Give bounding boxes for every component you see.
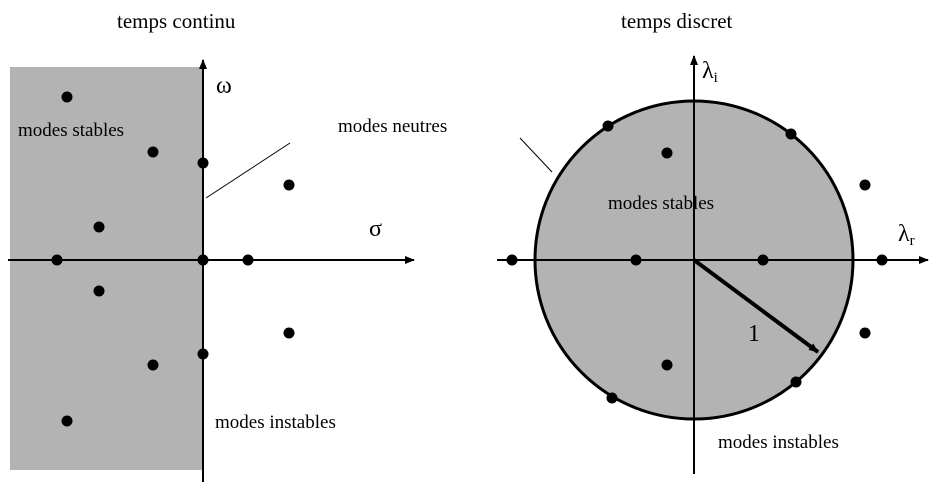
sigma-label: σ <box>369 216 382 242</box>
discrete-time-panel: temps discret λi λr modes stables 1 mode… <box>497 9 929 474</box>
pole-point <box>283 327 295 339</box>
continuous-title: temps continu <box>117 9 236 33</box>
pole-point <box>61 91 73 103</box>
pole-point <box>757 254 769 266</box>
pole-point <box>61 415 73 427</box>
pole-point <box>197 157 209 169</box>
discrete-stable-label: modes stables <box>608 193 714 214</box>
pole-point <box>242 254 254 266</box>
pole-point <box>606 392 618 404</box>
continuous-time-panel: temps continu ω σ modes stables modes ne… <box>8 9 447 482</box>
omega-label: ω <box>216 73 232 99</box>
radius-label: 1 <box>748 321 760 347</box>
continuous-unstable-label: modes instables <box>215 412 336 433</box>
stable-half-plane <box>10 67 203 470</box>
radius-arrow <box>692 258 820 354</box>
pole-point <box>93 221 105 233</box>
pole-point <box>661 359 673 371</box>
discrete-unstable-label: modes instables <box>718 432 839 453</box>
discrete-poles <box>506 120 888 404</box>
neutral-pointer-line-discrete <box>519 137 553 173</box>
pole-point <box>283 179 295 191</box>
pole-point <box>197 254 209 266</box>
lambda-i-label: λi <box>702 58 718 86</box>
neutral-modes-label: modes neutres <box>338 116 447 137</box>
pole-point <box>602 120 614 132</box>
pole-point <box>859 327 871 339</box>
pole-point <box>876 254 888 266</box>
pole-point <box>785 128 797 140</box>
pole-point <box>859 179 871 191</box>
neutral-pointer-line <box>205 142 291 199</box>
discrete-title: temps discret <box>621 9 733 33</box>
lambda-r-label: λr <box>898 221 915 249</box>
pole-point <box>790 376 802 388</box>
pole-point <box>93 285 105 297</box>
pole-point <box>197 348 209 360</box>
pole-point <box>51 254 63 266</box>
continuous-poles <box>51 91 295 427</box>
lambda-r-symbol: λ <box>898 221 910 247</box>
pole-point <box>147 359 159 371</box>
continuous-stable-label: modes stables <box>18 120 124 141</box>
pole-point <box>630 254 642 266</box>
lambda-r-subscript: r <box>910 233 915 249</box>
pole-point <box>506 254 518 266</box>
lambda-i-subscript: i <box>714 70 718 86</box>
lambda-i-symbol: λ <box>702 58 714 84</box>
pole-point <box>661 147 673 159</box>
pole-point <box>147 146 159 158</box>
